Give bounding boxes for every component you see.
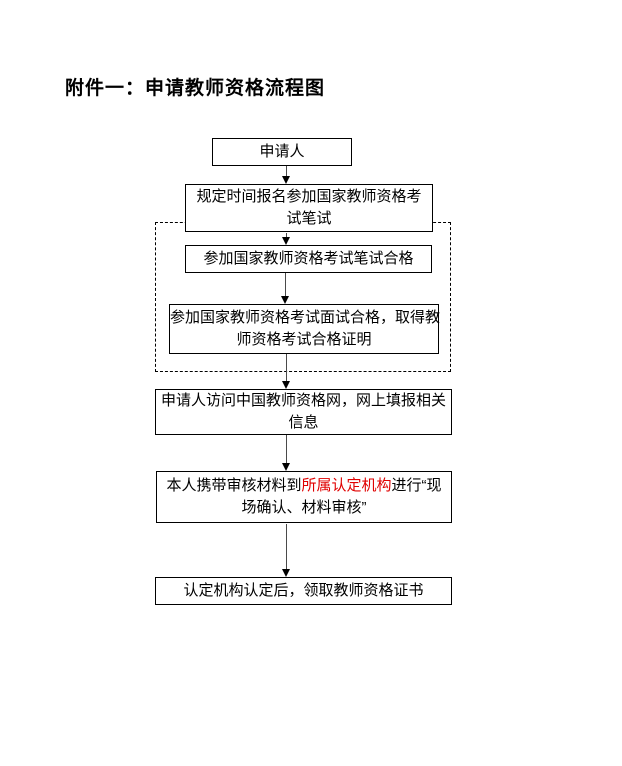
arrow-down-icon: [282, 176, 290, 184]
arrow-down-icon: [282, 381, 290, 389]
flow-node-label: 参加国家教师资格考试笔试合格: [203, 250, 414, 267]
flow-node-label-line1: 规定时间报名参加国家教师资格考: [196, 188, 422, 205]
flow-node-pass-written-exam: 参加国家教师资格考试笔试合格: [185, 245, 432, 273]
flow-node-applicant: 申请人: [212, 138, 352, 166]
arrow-shaft: [286, 524, 287, 569]
flow-connector-arrow: [282, 233, 291, 245]
arrow-shaft: [286, 233, 287, 237]
flow-node-pass-interview: 参加国家教师资格考试面试合格，取得教 师资格考试合格证明: [169, 304, 441, 354]
flow-connector-arrow: [282, 435, 291, 471]
arrow-shaft: [286, 166, 287, 176]
arrow-shaft: [285, 273, 286, 296]
flow-node-label: 认定机构认定后，领取教师资格证书: [183, 582, 424, 599]
flow-node-label-line2: 师资格考试合格证明: [236, 331, 372, 348]
flow-node-label-line1: 参加国家教师资格考试面试合格，取得教: [170, 309, 441, 326]
flow-node-receive-certificate: 认定机构认定后，领取教师资格证书: [155, 577, 452, 605]
flow-node-onsite-review: 本人携带审核材料到所属认定机构进行“现 场确认、材料审核”: [156, 471, 452, 523]
flow-node-label-line1: 申请人访问中国教师资格网，网上填报相关: [160, 392, 446, 409]
flow-connector-arrow: [281, 273, 290, 304]
flow-node-label: 申请人: [259, 143, 305, 160]
flow-node-label-line1: 本人携带审核材料到所属认定机构进行“现: [157, 475, 451, 497]
flow-node-online-application: 申请人访问中国教师资格网，网上填报相关 信息: [155, 389, 452, 435]
arrow-down-icon: [282, 237, 290, 245]
label-segment-after: 进行“现: [391, 477, 442, 494]
flow-node-label-line2: 信息: [288, 414, 319, 431]
flow-node-register-written-exam: 规定时间报名参加国家教师资格考 试笔试: [185, 184, 433, 232]
flow-connector-arrow: [282, 166, 291, 184]
flow-node-label-line2: 场确认、材料审核”: [241, 499, 367, 516]
flow-node-label-line2: 试笔试: [286, 210, 332, 227]
label-segment-before: 本人携带审核材料到: [166, 477, 302, 494]
flow-connector-arrow: [282, 354, 291, 389]
arrow-down-icon: [282, 569, 290, 577]
arrow-shaft: [286, 354, 287, 381]
flow-connector-arrow: [282, 524, 291, 577]
label-segment-highlight-red: 所属认定机构: [301, 477, 392, 494]
arrow-shaft: [286, 435, 287, 463]
arrow-down-icon: [282, 463, 290, 471]
attachment-title: 附件一：申请教师资格流程图: [65, 78, 326, 99]
arrow-down-icon: [281, 296, 289, 304]
